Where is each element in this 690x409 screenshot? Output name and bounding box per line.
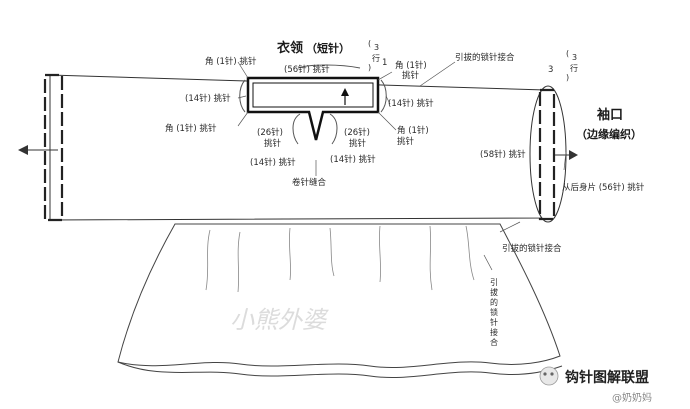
cuff-ellipse — [529, 85, 567, 223]
bracket-curves — [239, 64, 387, 145]
pull-bind-char-6: 合 — [490, 337, 498, 347]
label-center-26-right: (26针) — [344, 127, 370, 138]
label-right-corner-bottom-2: 挑针 — [397, 136, 415, 147]
collar-title: 衣领 — [277, 40, 303, 56]
left-edge-dashed — [43, 73, 64, 222]
brand-handle: @奶奶妈 — [612, 391, 652, 404]
rows-b-unit: 行 — [570, 63, 578, 73]
leader-lines — [237, 61, 567, 271]
label-left-corner-top: 角 (1针) 挑针 — [205, 56, 257, 67]
rows-a-unit: 行 — [372, 53, 380, 63]
wechat-icon — [539, 366, 559, 386]
collar-paren: （短针） — [306, 41, 350, 55]
cuff-edge-dashed — [538, 88, 556, 221]
brand-badge: 钩针图解联盟 @奶奶妈 — [539, 366, 652, 404]
rows-a-close: ) — [368, 63, 371, 72]
pull-bind-char-1: 拔 — [490, 287, 498, 297]
cuff-title: 袖口 — [597, 107, 623, 123]
collar-up-arrow-head — [341, 88, 349, 96]
skirt-hem-line — [117, 361, 563, 379]
label-collar-56: (56针) 挑针 — [284, 64, 330, 75]
collar-inner — [252, 82, 374, 108]
pull-bind-char-2: 的 — [490, 297, 498, 307]
label-pull-bind-top: 引拔的锁针接合 — [455, 52, 515, 63]
brand-name: 钩针图解联盟 — [565, 369, 649, 386]
label-center-26-right-2: 挑针 — [349, 138, 367, 149]
cuff-subtitle: （边缘编织） — [576, 127, 642, 141]
label-center-26-left: (26针) — [257, 127, 283, 138]
label-right-corner-top-2: 挑针 — [402, 70, 420, 81]
label-pull-bind-vertical: 引 拔 的 锁 针 接 合 — [490, 278, 498, 347]
rows-a-value: 3 — [374, 43, 379, 52]
pull-bind-char-0: 引 — [490, 278, 498, 287]
label-right-corner-top: 角 (1针) — [395, 60, 427, 71]
left-arrow-head — [18, 145, 28, 155]
watermark-text: 小熊外婆 — [230, 306, 329, 334]
label-pull-bind-bottom: 引拔的锁针接合 — [502, 243, 562, 254]
rows-b-value: 3 — [572, 53, 577, 62]
label-left-14: (14针) 挑针 — [185, 93, 231, 104]
pull-bind-char-4: 针 — [490, 317, 498, 327]
skirt-outline — [117, 223, 561, 369]
label-seam: 卷针缝合 — [292, 177, 327, 188]
label-right-14: (14针) 挑针 — [388, 98, 434, 109]
rows-b-open: ( — [566, 49, 569, 58]
skirt-folds — [205, 225, 475, 293]
pull-bind-char-5: 接 — [490, 327, 498, 337]
rows-b-close: ) — [566, 73, 569, 82]
pull-bind-char-3: 锁 — [490, 307, 498, 317]
rows-a-open: ( — [368, 39, 371, 48]
label-center-14-left: (14针) 挑针 — [250, 157, 296, 168]
label-center-26-left-2: 挑针 — [264, 138, 282, 149]
label-left-corner-bottom: 角 (1针) 挑针 — [165, 123, 217, 134]
label-right-corner-bottom: 角 (1针) — [397, 125, 429, 136]
label-center-14-right: (14针) 挑针 — [330, 154, 376, 165]
cuff-arrow-head — [569, 150, 578, 160]
label-rows-3b: 3 — [548, 65, 553, 75]
label-back-56: 从后身片 (56针) 挑针 — [562, 182, 645, 193]
label-cuff-58: (58针) 挑针 — [480, 149, 526, 160]
label-rows-1: 1 — [382, 58, 387, 68]
